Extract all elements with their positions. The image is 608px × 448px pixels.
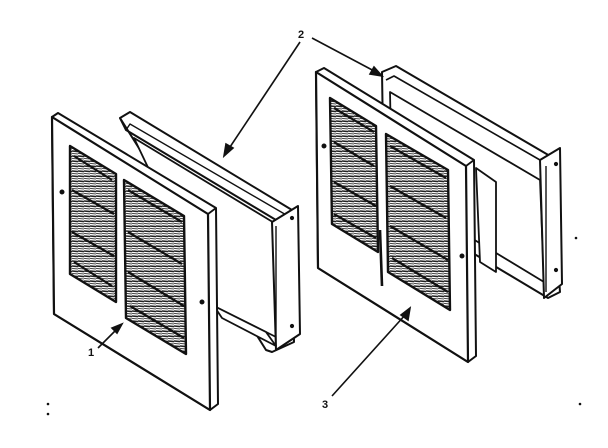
arrowhead-3 [399,306,412,322]
left-assembly [50,111,301,412]
callout-label-3: 3 [322,399,328,411]
right-assembly [314,65,563,364]
leader-3 [331,313,407,397]
right-grille-panel [314,67,477,364]
callout-label-2: 2 [298,29,304,41]
arrowhead-1 [110,322,124,335]
arrowhead-2-right [368,65,385,78]
callout-label-1: 1 [88,347,94,359]
edge-marks [46,236,582,416]
leader-2-left [227,41,301,151]
left-grille-panel [50,112,219,412]
arrowhead-2-left [222,142,235,159]
callout-leaders [97,37,412,397]
leader-2-right [311,37,377,73]
